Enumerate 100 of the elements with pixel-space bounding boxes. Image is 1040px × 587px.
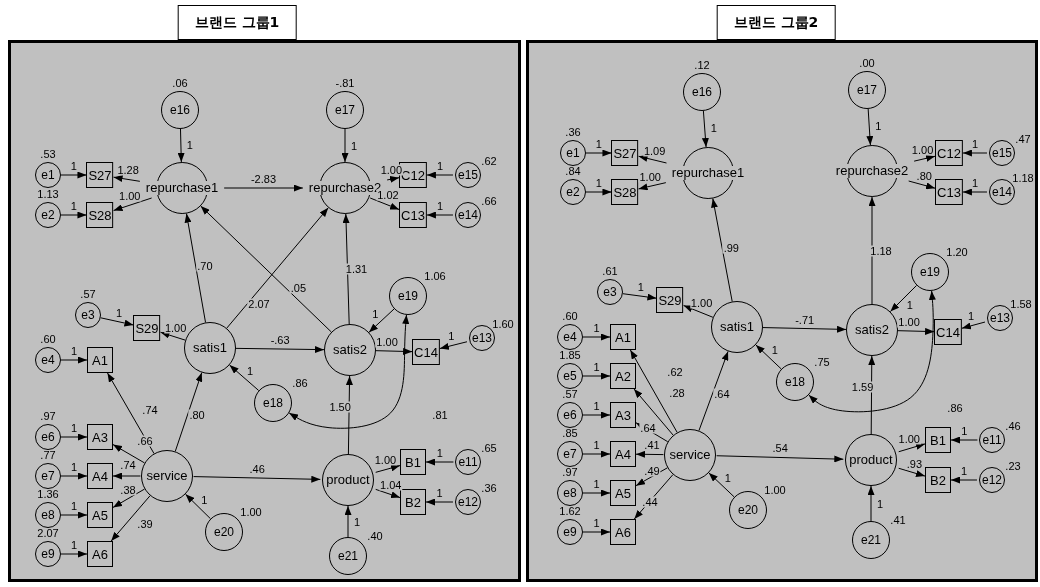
variance-value: .36 — [565, 126, 581, 138]
variance-value: 1.58 — [1010, 298, 1032, 310]
variance-value: .97 — [40, 410, 56, 422]
arrow — [961, 321, 986, 330]
error-term-circle: e9 — [35, 541, 61, 567]
variance-value: .97 — [562, 466, 578, 478]
observed-variable-box: S27 — [611, 140, 639, 166]
error-term-circle: e1 — [560, 140, 586, 166]
arrow — [582, 489, 611, 497]
arrow — [898, 467, 926, 477]
variance-value: .66 — [481, 195, 497, 207]
double-headed-arrow — [288, 314, 410, 429]
edge-label: 1.00 — [897, 433, 921, 445]
arrow — [160, 331, 186, 341]
error-term-circle: e11 — [979, 427, 1005, 453]
error-term-circle: e4 — [557, 324, 583, 350]
arrow — [193, 475, 321, 483]
observed-variable-box: C14 — [412, 339, 440, 365]
error-term-circle: e19 — [911, 253, 949, 291]
edge-label: .38 — [119, 484, 137, 496]
edge-label: .28 — [668, 387, 686, 399]
panel-title: 브랜드 그룹1 — [177, 5, 297, 40]
error-term-circle: e14 — [989, 179, 1015, 205]
variance-value: .46 — [1005, 420, 1021, 432]
arrow — [866, 108, 874, 146]
edge-label: 1 — [594, 177, 603, 189]
variance-value: .85 — [562, 427, 578, 439]
observed-variable-box: S28 — [86, 202, 114, 228]
edge-label: 1.00 — [638, 171, 662, 183]
edge-label: 1 — [69, 160, 78, 172]
variance-value: 1.60 — [492, 318, 514, 330]
arrow — [375, 488, 401, 499]
observed-variable-box: B1 — [925, 427, 951, 453]
variance-value: .60 — [562, 310, 578, 322]
edge-label: .99 — [722, 242, 740, 254]
latent-variable-circle: satis2 — [846, 304, 898, 356]
arrow — [226, 207, 329, 329]
edge-label: 1.00 — [897, 316, 921, 328]
error-term-circle: e20 — [205, 513, 243, 551]
observed-variable-box: C13 — [399, 202, 427, 228]
error-term-circle: e6 — [557, 402, 583, 428]
edge-label: 1 — [69, 539, 79, 551]
error-term-circle: e3 — [597, 279, 623, 305]
edge-label: .54 — [771, 443, 789, 454]
variance-value: 1.18 — [1012, 172, 1034, 184]
arrow — [582, 333, 611, 341]
edge-label: .80 — [188, 409, 206, 421]
edge-label: 1 — [967, 310, 976, 322]
edge-label: .41 — [643, 439, 661, 451]
error-term-circle: e17 — [848, 71, 886, 109]
error-term-circle: e11 — [455, 449, 481, 475]
latent-variable-circle: service — [664, 429, 716, 481]
edge-label: -2.83 — [249, 173, 278, 185]
edge-label: .64 — [639, 422, 657, 434]
arrow — [368, 308, 395, 333]
observed-variable-box: A3 — [610, 402, 636, 428]
arrow — [867, 485, 875, 522]
observed-variable-box: S29 — [656, 287, 684, 313]
arrow — [107, 372, 155, 454]
edge-label: 1 — [959, 465, 969, 477]
arrow — [962, 149, 988, 157]
arrow — [638, 155, 667, 164]
observed-variable-box: B1 — [400, 449, 426, 475]
edge-label: .74 — [119, 459, 137, 471]
edge-label: 1 — [246, 365, 255, 377]
error-term-circle: e3 — [75, 302, 101, 328]
latent-variable-circle: satis1 — [711, 301, 763, 353]
arrow — [112, 444, 146, 464]
edge-label: 1 — [875, 498, 885, 509]
arrow — [60, 356, 88, 364]
arrow — [110, 495, 151, 542]
arrow — [369, 197, 400, 210]
arrow — [100, 317, 134, 327]
variance-value: 1.62 — [559, 505, 581, 517]
variance-value: 1.20 — [946, 246, 968, 258]
edge-label: 1 — [371, 308, 380, 320]
arrow — [113, 175, 141, 182]
edge-label: 1.04 — [379, 479, 403, 491]
observed-variable-box: A1 — [610, 324, 636, 350]
edge-label: 1 — [69, 422, 79, 434]
error-term-circle: e21 — [329, 537, 367, 575]
edge-label: 1 — [592, 478, 601, 490]
edge-label: 1.00 — [163, 322, 188, 334]
variance-value: .75 — [814, 356, 830, 368]
edge-label: .05 — [289, 282, 307, 294]
edge-label: .39 — [136, 518, 154, 530]
variance-value: .57 — [562, 388, 578, 400]
edge-label: 1.50 — [328, 401, 352, 413]
arrow — [950, 476, 978, 484]
arrow — [425, 498, 454, 506]
arrow — [60, 433, 88, 441]
error-term-circle: e12 — [979, 467, 1005, 493]
arrow — [174, 372, 203, 452]
observed-variable-box: A4 — [610, 441, 636, 467]
observed-variable-box: A6 — [610, 519, 636, 545]
variance-value: .36 — [481, 482, 497, 494]
error-term-circle: e13 — [469, 325, 495, 351]
arrow — [635, 450, 664, 458]
variance-value: .61 — [602, 265, 618, 277]
arrow — [60, 171, 87, 179]
